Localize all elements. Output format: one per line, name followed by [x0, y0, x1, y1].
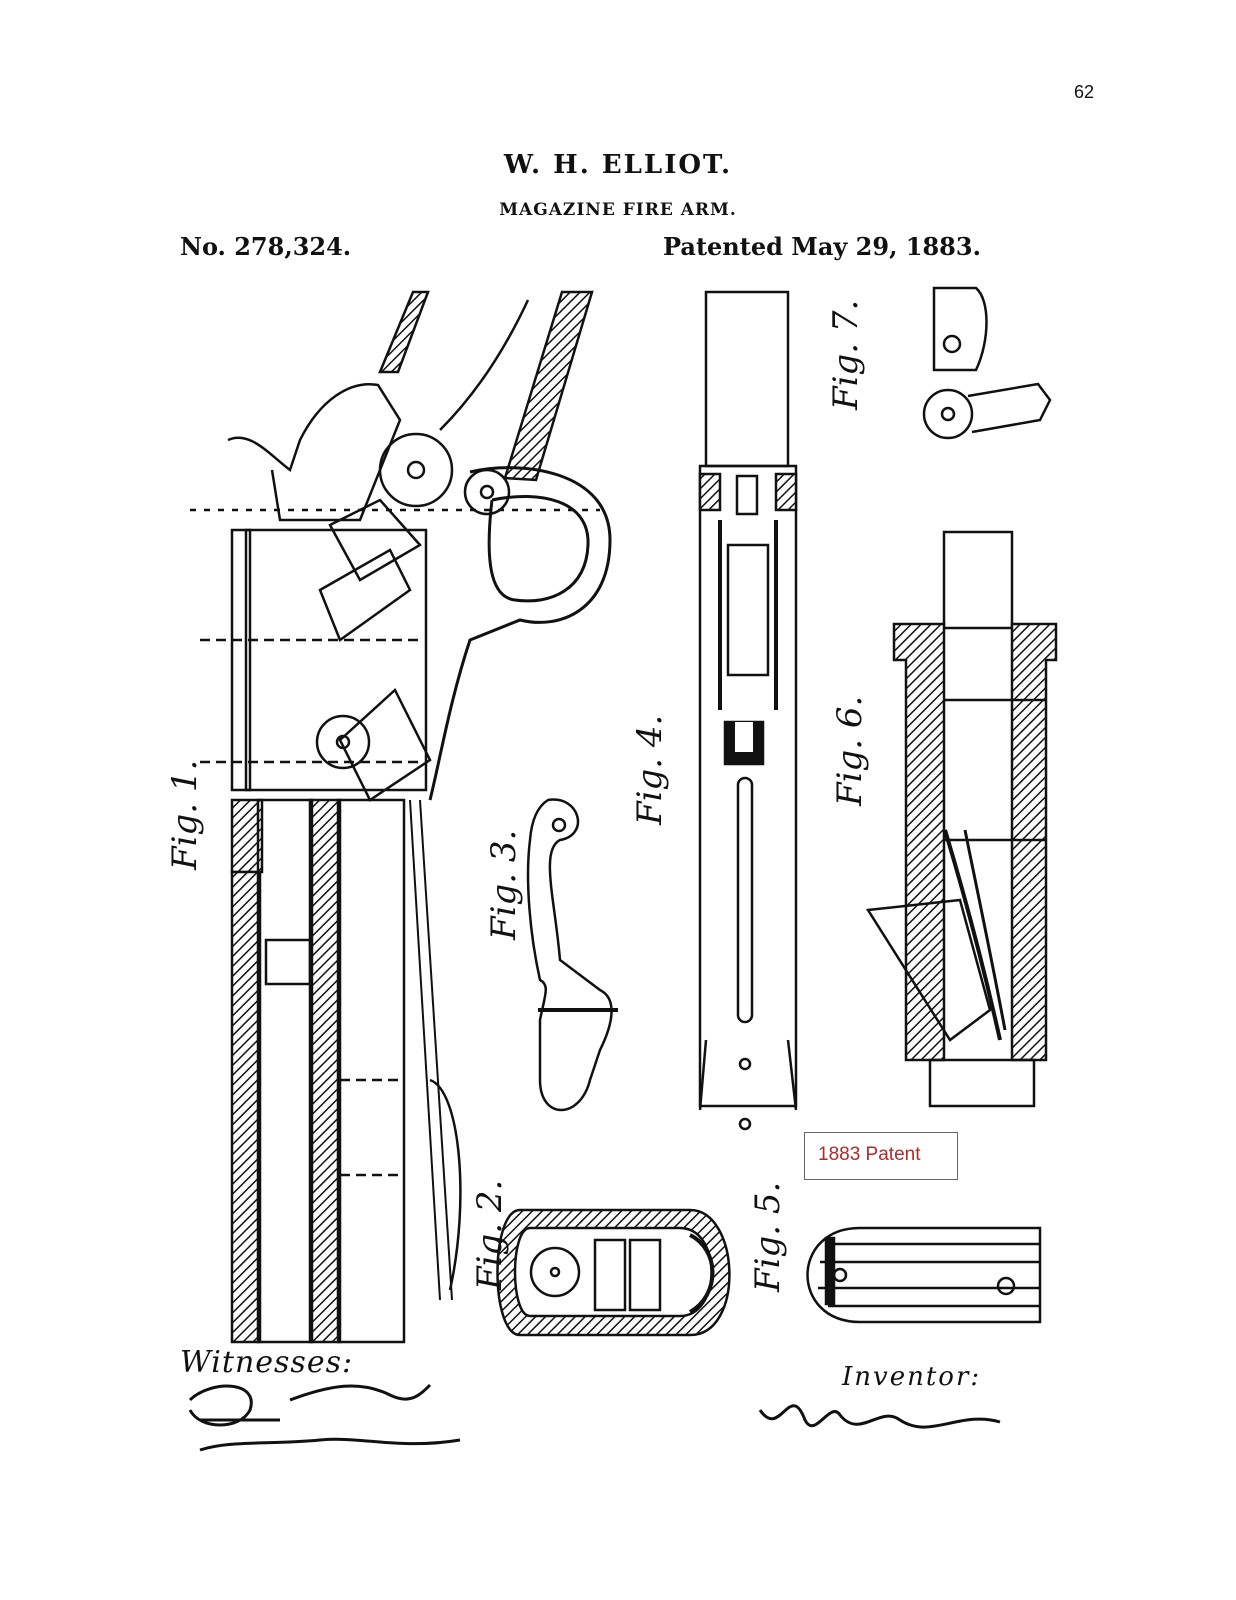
figure-2-label: Fig. 2.: [470, 1179, 510, 1290]
figure-6-label: Fig. 6.: [830, 695, 870, 806]
figure-3-drawing: [526, 798, 618, 1112]
figure-5-drawing: [806, 1226, 1042, 1324]
patent-title: MAGAZINE FIRE ARM.: [499, 200, 737, 220]
figure-2-drawing: [496, 1208, 731, 1337]
figure-4-label: Fig. 4.: [630, 714, 670, 825]
figure-7-drawing: [922, 286, 1052, 440]
figure-7-label: Fig. 7.: [826, 299, 866, 410]
figure-4-drawing: [698, 290, 798, 1131]
figure-3-label: Fig. 3.: [484, 829, 524, 940]
page-number: 62: [1074, 82, 1095, 102]
caption-box: [804, 1132, 958, 1180]
caption-text: 1883 Patent: [818, 1144, 921, 1165]
figure-1-drawing: [190, 290, 612, 1344]
witnesses-label: Witnesses:: [180, 1345, 354, 1380]
patent-date: Patented May 29, 1883.: [663, 232, 981, 261]
figure-5-label: Fig. 5.: [748, 1181, 788, 1292]
figure-6-drawing: [865, 530, 1058, 1108]
figure-1-label: Fig. 1.: [165, 759, 205, 870]
patent-number: No. 278,324.: [180, 232, 352, 261]
witness-signatures: [188, 1383, 461, 1452]
patent-inventor-heading: W. H. ELLIOT.: [503, 150, 733, 180]
inventor-signature: [758, 1404, 1001, 1429]
inventor-label: Inventor:: [842, 1362, 982, 1392]
